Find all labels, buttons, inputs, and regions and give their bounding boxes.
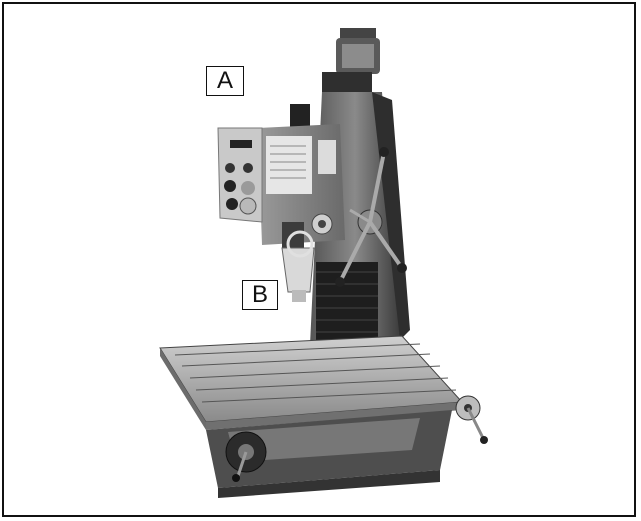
bellows-cover [316, 262, 378, 344]
callout-a: A [206, 66, 244, 96]
motor-top [322, 28, 380, 94]
y-axis-handwheel [225, 431, 267, 482]
callout-b: B [242, 280, 278, 310]
fine-feed-wheel [311, 213, 333, 235]
spindle [281, 222, 315, 302]
saddle-base [206, 410, 452, 498]
x-axis-handwheel [455, 395, 488, 444]
work-table [159, 335, 464, 430]
quill-feed-handles [335, 147, 407, 287]
control-panel [217, 127, 263, 223]
mill-head [258, 104, 345, 245]
